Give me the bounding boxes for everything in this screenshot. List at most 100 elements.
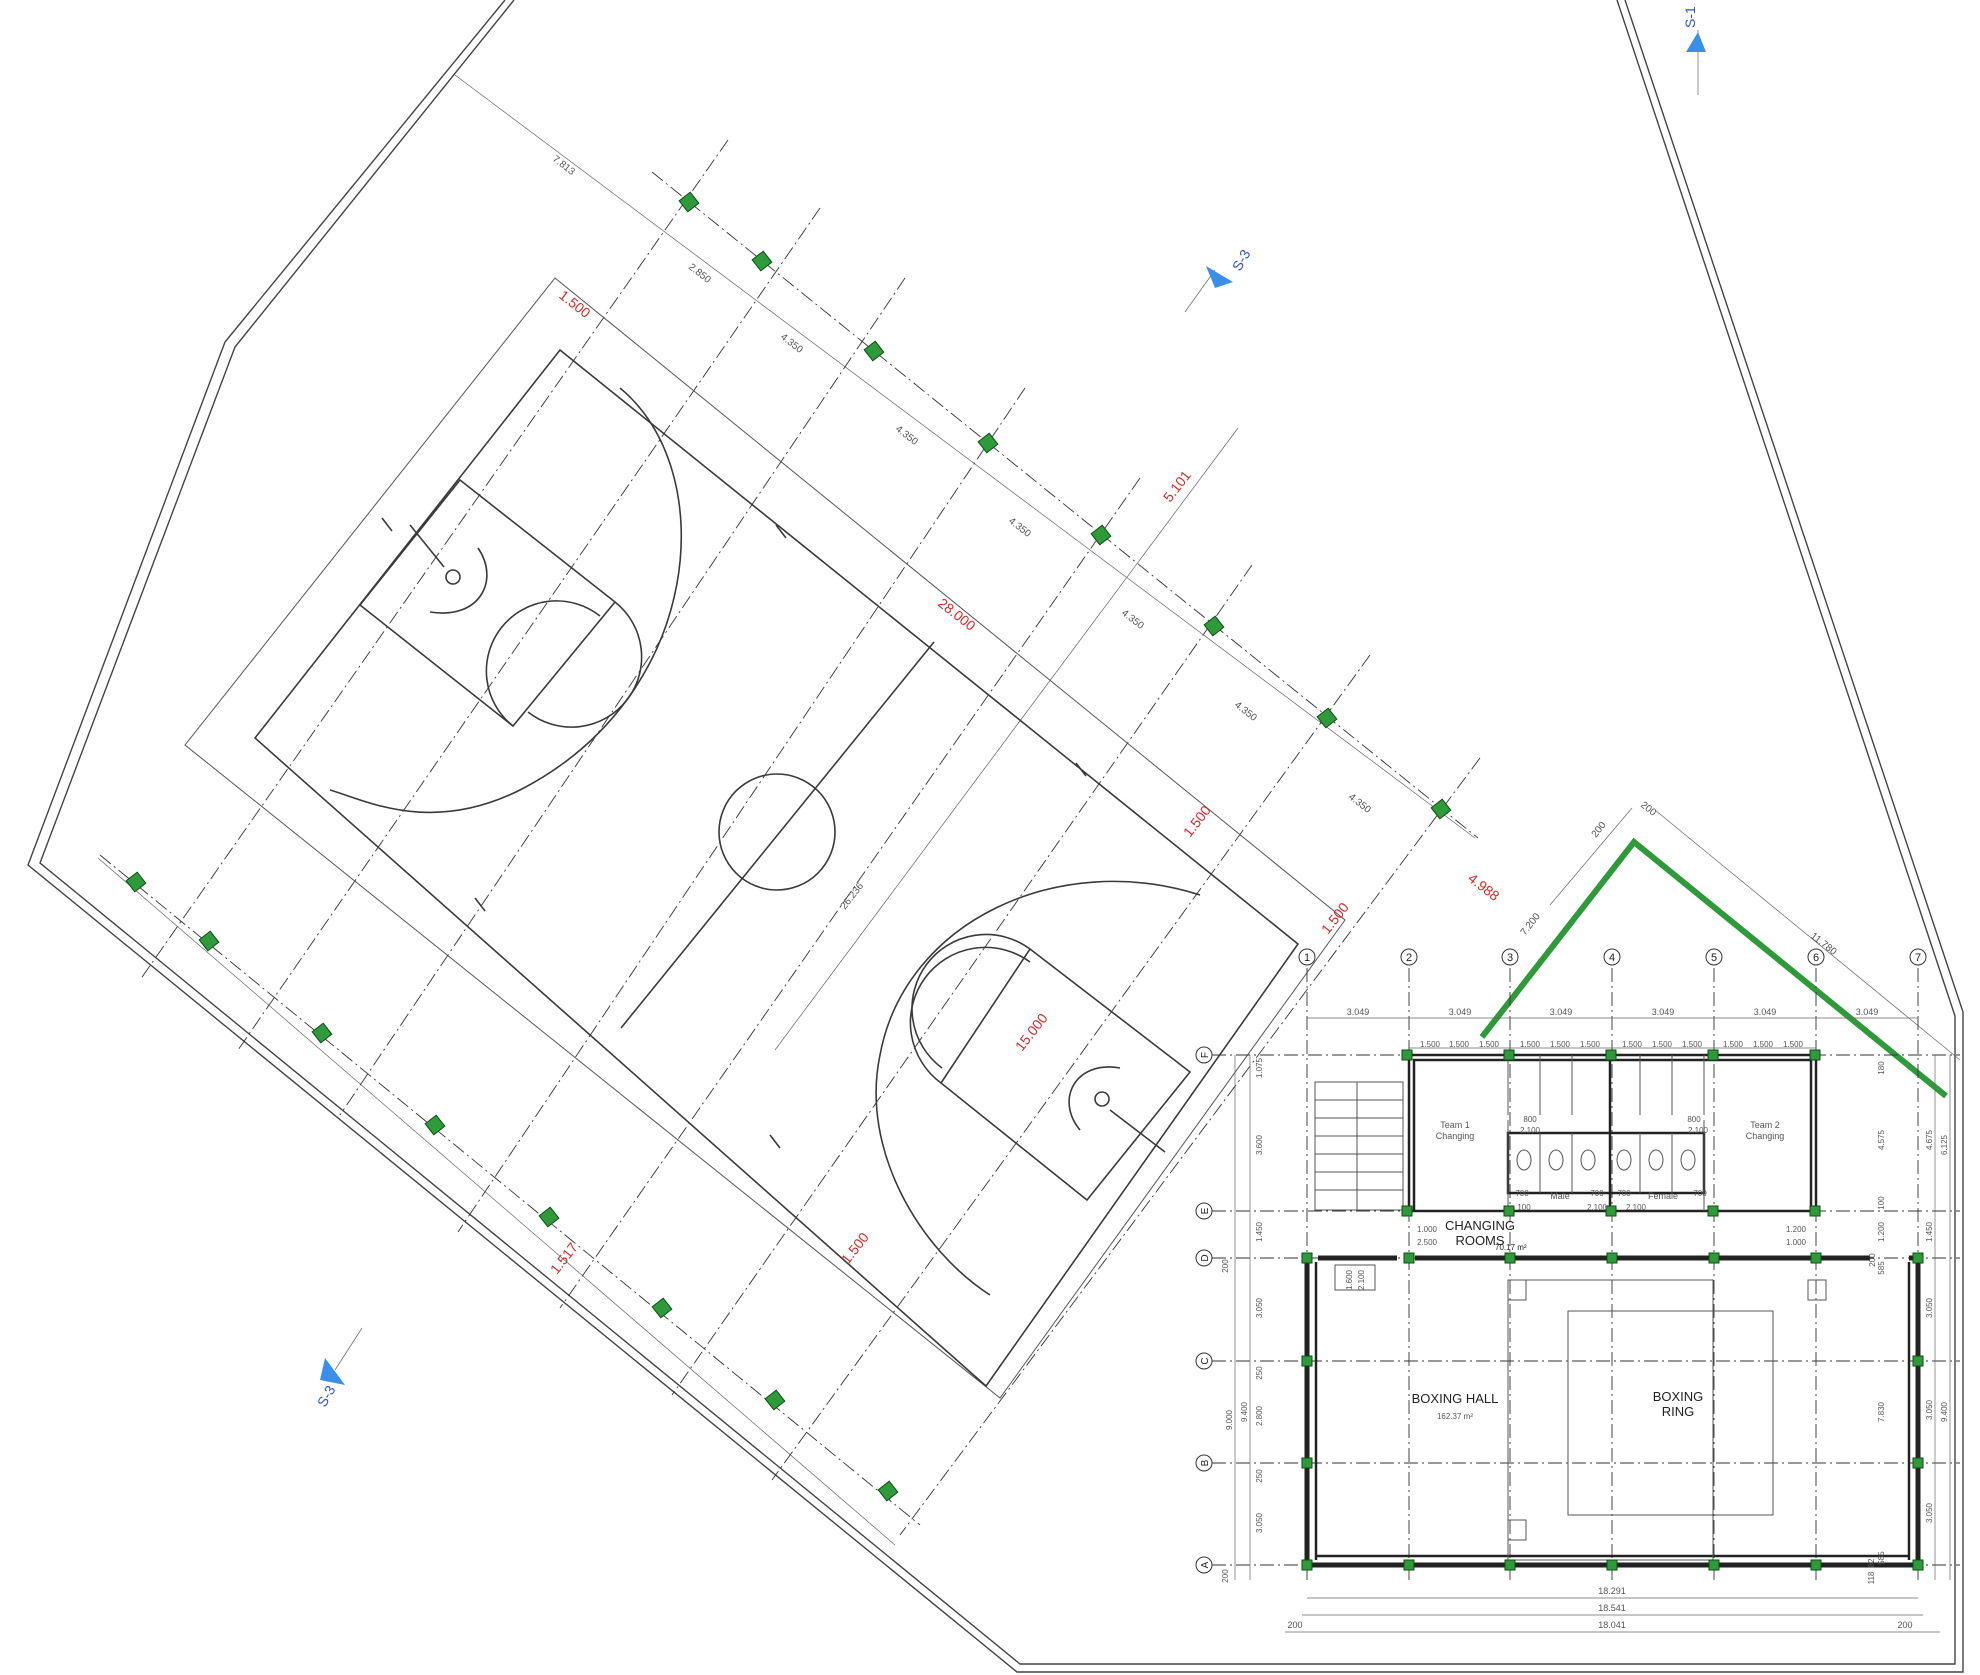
dim-200: 200 — [1287, 1620, 1302, 1630]
dim-bay-4350: 4.350 — [1119, 608, 1146, 632]
svg-text:1.500: 1.500 — [1420, 1040, 1441, 1049]
grid-bubble: 4 — [1603, 948, 1621, 966]
svg-text:700: 700 — [1693, 1189, 1707, 1198]
svg-text:6: 6 — [1813, 952, 1819, 964]
boxing-hall-area: 162.37 m² — [1437, 1412, 1473, 1421]
svg-text:250: 250 — [1255, 1366, 1264, 1380]
svg-text:1.450: 1.450 — [1925, 1221, 1934, 1242]
grid-bubble: 7 — [1909, 948, 1927, 966]
grid-bubble: B — [1195, 1454, 1213, 1472]
court-structural-grid — [97, 74, 1481, 1546]
svg-text:100: 100 — [1877, 1196, 1886, 1210]
section-marker-s3-bottom: S-3 — [314, 1327, 363, 1410]
grid-bubble: D — [1195, 1249, 1213, 1267]
dim-red-1500: 1.500 — [1318, 899, 1352, 937]
svg-text:700: 700 — [1590, 1189, 1604, 1198]
dim-red-4988: 4.988 — [1465, 870, 1503, 904]
svg-text:D: D — [1200, 1254, 1211, 1261]
svg-text:3.050: 3.050 — [1925, 1399, 1934, 1420]
svg-text:7: 7 — [1915, 952, 1921, 964]
dim-red-1500: 1.500 — [1180, 802, 1214, 840]
grid-bubble: A — [1195, 1556, 1213, 1574]
dim-bay-4350: 4.350 — [1006, 516, 1033, 540]
svg-text:E: E — [1200, 1207, 1211, 1214]
male-label: Male — [1550, 1191, 1570, 1201]
svg-text:2.800: 2.800 — [1255, 1405, 1264, 1426]
svg-text:200: 200 — [1221, 1569, 1230, 1583]
section-arrow-icon — [1686, 32, 1706, 52]
svg-text:700: 700 — [1515, 1189, 1529, 1198]
svg-text:S-1: S-1 — [1682, 6, 1698, 28]
svg-text:82: 82 — [1867, 1558, 1876, 1567]
svg-text:1.500: 1.500 — [1479, 1040, 1500, 1049]
svg-text:200: 200 — [1868, 1253, 1877, 1267]
court-dimensions: 7.813 2.850 4.350 4.350 4.350 4.350 4.35… — [547, 154, 1503, 1277]
right-dimension-chain: 180 4.575 4.675 6.125 100 1.450 1.200 20… — [1867, 1055, 1951, 1584]
svg-text:1.500: 1.500 — [1520, 1040, 1541, 1049]
svg-text:9.000: 9.000 — [1225, 1409, 1234, 1430]
svg-text:C: C — [1200, 1357, 1211, 1364]
svg-text:2.100: 2.100 — [1520, 1126, 1541, 1135]
svg-text:2.500: 2.500 — [1417, 1238, 1438, 1247]
changing-rooms-title: CHANGING — [1445, 1218, 1515, 1233]
section-marker-s1: S-1 — [1682, 6, 1706, 95]
svg-text:100: 100 — [1517, 1203, 1531, 1212]
dim-7813: 7.813 — [550, 154, 577, 178]
boxing-hall-title: BOXING HALL — [1412, 1391, 1499, 1406]
changing-rooms-area: 70.17 m² — [1495, 1243, 1527, 1252]
svg-text:9.400: 9.400 — [1940, 1401, 1949, 1422]
team2-label: Changing — [1746, 1131, 1785, 1141]
canopy-roof: 200 200 7.200 11.780 — [1479, 800, 1961, 1099]
svg-text:3.049: 3.049 — [1449, 1007, 1472, 1017]
dim-red-1500: 1.500 — [838, 1229, 872, 1267]
building-columns — [1301, 1049, 1924, 1571]
svg-text:3.050: 3.050 — [1925, 1297, 1934, 1318]
dim-200: 200 — [1590, 820, 1609, 840]
svg-text:2: 2 — [1406, 952, 1412, 964]
svg-text:1.500: 1.500 — [1723, 1040, 1744, 1049]
svg-text:1.200: 1.200 — [1786, 1225, 1807, 1234]
basketball-court — [184, 277, 1346, 1399]
dim-18041: 18.041 — [1598, 1620, 1626, 1630]
female-label: Female — [1648, 1191, 1678, 1201]
svg-text:1.000: 1.000 — [1417, 1225, 1438, 1234]
svg-text:180: 180 — [1877, 1061, 1886, 1075]
svg-text:250: 250 — [1255, 1469, 1264, 1483]
svg-text:2.100: 2.100 — [1357, 1269, 1366, 1290]
svg-text:4.575: 4.575 — [1877, 1129, 1886, 1150]
svg-text:3.600: 3.600 — [1255, 1134, 1264, 1155]
team1-label: Changing — [1436, 1131, 1475, 1141]
section-markers: S-1 S-3 S-3 — [314, 6, 1706, 1410]
svg-text:9.400: 9.400 — [1240, 1401, 1249, 1422]
grid-bubble: 3 — [1501, 948, 1519, 966]
grid-bubble: 6 — [1807, 948, 1825, 966]
grid-row-labels: F E D C B A — [1195, 1046, 1213, 1574]
svg-text:5: 5 — [1711, 952, 1717, 964]
svg-text:S-3: S-3 — [1229, 246, 1254, 273]
changing-rooms-title: ROOMS — [1455, 1233, 1504, 1248]
dim-red-1500: 1.500 — [556, 287, 594, 321]
svg-text:3.049: 3.049 — [1856, 1007, 1879, 1017]
dim-bay-4350: 4.350 — [778, 332, 805, 356]
dim-red-5101: 5.101 — [1160, 467, 1194, 505]
dim-red-15000: 15.000 — [1012, 1010, 1051, 1054]
inner-dimensions: 800 2.100 800 2.100 700 700 700 700 100 … — [1345, 1115, 1807, 1290]
top-dimension-chain: 3.049 3.049 3.049 3.049 3.049 3.049 — [1307, 1007, 1918, 1019]
dim-bay-4350: 4.350 — [893, 424, 920, 448]
svg-text:1.075: 1.075 — [1255, 1057, 1264, 1078]
dim-red-28000: 28.000 — [935, 595, 979, 634]
grid-bubble: 1 — [1298, 948, 1316, 966]
svg-text:2.100: 2.100 — [1626, 1203, 1647, 1212]
grid-bubble: E — [1195, 1202, 1213, 1220]
svg-text:800: 800 — [1523, 1115, 1537, 1124]
dim-18291: 18.291 — [1598, 1586, 1626, 1596]
dim-bay-4350: 4.350 — [1346, 792, 1373, 816]
svg-text:3: 3 — [1507, 952, 1513, 964]
svg-text:3.050: 3.050 — [1255, 1512, 1264, 1533]
svg-text:200: 200 — [1221, 1259, 1230, 1273]
team2-label: Team 2 — [1750, 1120, 1780, 1130]
svg-text:3.049: 3.049 — [1347, 1007, 1370, 1017]
grid-column-labels: 1 2 3 4 5 6 7 — [1298, 948, 1927, 966]
svg-text:1.500: 1.500 — [1622, 1040, 1643, 1049]
stall-dimension-chain: 1.500 1.500 1.500 1.500 1.500 1.500 1.50… — [1409, 1040, 1816, 1049]
